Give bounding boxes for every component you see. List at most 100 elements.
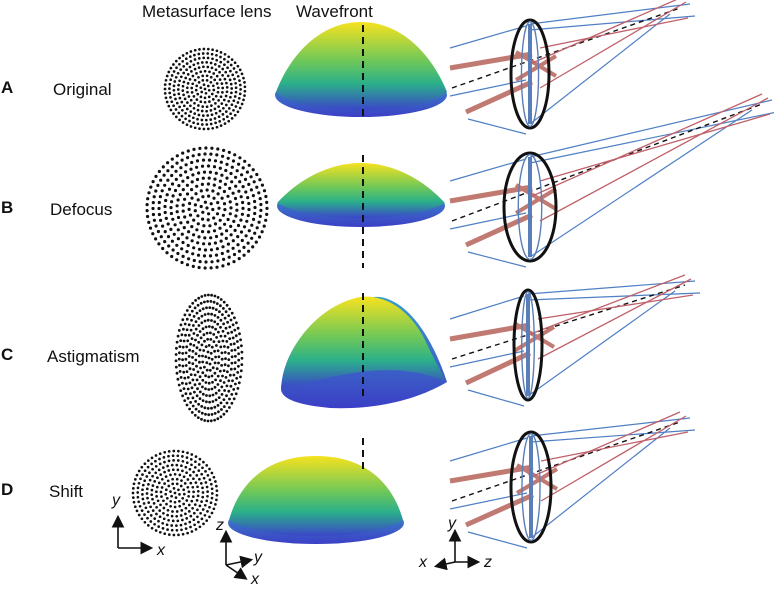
lens-dot [235, 208, 239, 212]
lens-dot [219, 160, 223, 164]
lens-dot [217, 105, 220, 108]
lens-dot [204, 470, 207, 473]
lens-dot [224, 103, 228, 107]
lens-dot [197, 247, 202, 251]
lens-dot [217, 115, 221, 119]
lens-dot [200, 472, 204, 476]
lens-dot [214, 121, 217, 125]
lens-dot [190, 239, 194, 243]
lens-dot [200, 517, 204, 521]
lens-dot [180, 260, 184, 265]
lens-dot [164, 475, 168, 478]
lens-dot [234, 105, 238, 108]
ray-blue [449, 492, 528, 510]
lens-dot [244, 190, 248, 194]
lens-dot [236, 371, 240, 374]
lens-dot [155, 505, 158, 509]
lens-dot [206, 84, 210, 88]
lens-dot [201, 354, 204, 358]
lens-dot [203, 69, 207, 73]
lens-dot [222, 398, 226, 401]
lens-dot [222, 257, 226, 261]
lens-dot [170, 100, 174, 104]
lens-dot [231, 246, 235, 250]
lens-dot [177, 184, 181, 188]
lens-dot [246, 241, 250, 245]
lens-dot [192, 121, 195, 125]
lens-dot [172, 63, 175, 66]
lens-dot [210, 319, 213, 322]
lens-dot [225, 90, 229, 94]
lens-dot [220, 82, 224, 85]
lens-dot [192, 511, 196, 515]
lens-dot [187, 503, 191, 507]
lens-dot [221, 91, 224, 94]
lens-dot [170, 200, 174, 204]
lens-dot [192, 258, 196, 263]
lens-dot [226, 331, 230, 335]
lens-dot [159, 490, 163, 494]
lens-dot [158, 515, 162, 519]
lens-dot [154, 189, 158, 193]
lens-dot [212, 216, 216, 220]
lens-dot [189, 373, 193, 376]
lens-dot [258, 214, 262, 218]
lens-dot [182, 65, 186, 68]
lens-dot [187, 207, 191, 211]
lens-dot [211, 84, 215, 88]
lens-dot [219, 51, 223, 54]
lens-dot [158, 195, 162, 199]
ray-blue [467, 531, 528, 549]
lens-dot [164, 198, 168, 203]
lens-dot [184, 512, 187, 516]
lens-dot [207, 212, 211, 216]
ray-blue [527, 280, 696, 295]
lens-dot [182, 387, 186, 390]
lens-dot [211, 380, 214, 384]
lens-dot [220, 102, 224, 105]
lens-dot [163, 230, 167, 234]
lens-dot [228, 200, 232, 204]
lens-dot [175, 463, 179, 467]
lens-dot [209, 248, 214, 252]
ray-blue [449, 25, 527, 49]
lens-dot [219, 345, 223, 349]
lens-dot [164, 96, 168, 100]
lens-dot [195, 184, 199, 188]
lens-dot [154, 174, 158, 178]
lens-dot [197, 81, 201, 84]
lens-dot [247, 201, 251, 206]
lens-dot [191, 485, 195, 489]
lens-dot [149, 505, 152, 509]
lens-dot [247, 182, 251, 186]
lens-dot [220, 173, 224, 177]
lens-dot [205, 109, 208, 113]
lens-dot [210, 357, 214, 361]
lens-dot [190, 453, 194, 456]
lens-dot [197, 113, 201, 117]
lens-dot [166, 464, 169, 468]
lens-dot [195, 165, 199, 169]
lens-dot [228, 337, 232, 340]
lens-dot [186, 90, 189, 94]
lens-dot [237, 364, 240, 368]
lens-dot [211, 189, 215, 193]
lens-dot [222, 369, 226, 372]
lens-dot [184, 522, 187, 526]
lens-dot [194, 400, 198, 403]
axis-label-lens-x: x [156, 542, 166, 559]
lens-dot [264, 194, 268, 199]
lens-dot [215, 58, 219, 62]
lens-dot [230, 361, 234, 365]
lens-dot [196, 92, 200, 96]
lens-dot [209, 501, 213, 505]
lens-dot [223, 57, 226, 61]
lens-dot [182, 475, 186, 479]
lens-dot [198, 127, 201, 130]
lens-dot [190, 499, 194, 503]
lens-dot [141, 473, 144, 476]
lens-dot [214, 94, 218, 98]
lens-dot [181, 151, 185, 155]
lens-dot [217, 396, 221, 399]
ray-red [530, 411, 681, 478]
